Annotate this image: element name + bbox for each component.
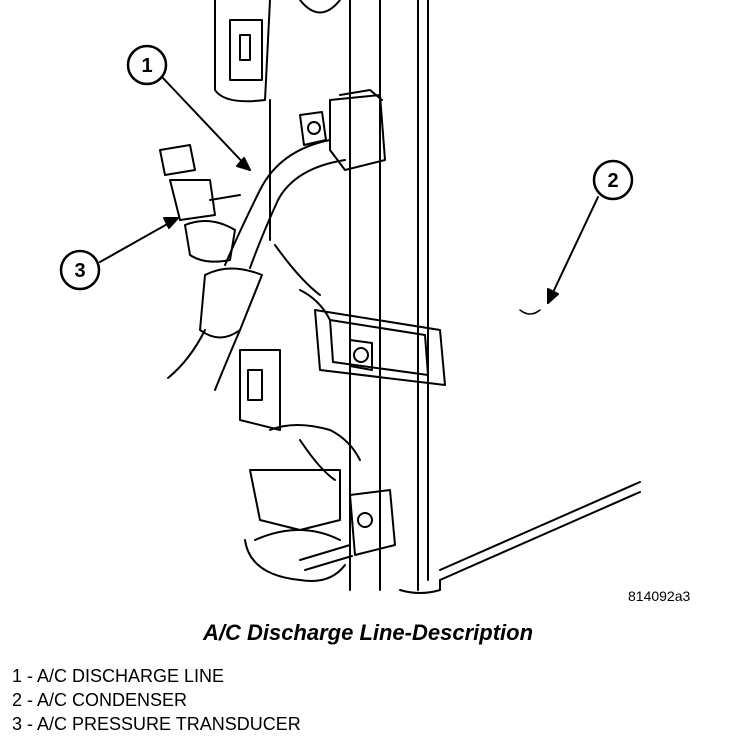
radiator-support (214, 0, 361, 582)
lower-bracket (349, 489, 396, 556)
callout-1: 1 (126, 44, 168, 86)
leader-arrows (99, 76, 599, 304)
callout-2: 2 (592, 159, 634, 201)
legend: 1 - A/C DISCHARGE LINE 2 - A/C CONDENSER… (12, 664, 301, 736)
svg-text:1: 1 (141, 55, 152, 77)
figure-code: 814092a3 (628, 588, 691, 604)
figure-caption: A/C Discharge Line-Description (202, 620, 534, 645)
discharge-line (167, 139, 346, 391)
condenser-line-illustration: 1 2 3 (59, 0, 641, 594)
legend-item-1: 1 - A/C DISCHARGE LINE (12, 666, 225, 686)
legend-item-3: 3 - A/C PRESSURE TRANSDUCER (12, 714, 301, 734)
legend-item-2: 2 - A/C CONDENSER (12, 690, 188, 710)
upper-bracket (299, 89, 386, 171)
callout-3: 3 (59, 249, 101, 291)
condenser-panel (349, 0, 641, 594)
svg-text:3: 3 (74, 260, 85, 282)
pressure-transducer (159, 144, 241, 263)
clamp (299, 289, 446, 386)
svg-text:2: 2 (607, 170, 618, 192)
